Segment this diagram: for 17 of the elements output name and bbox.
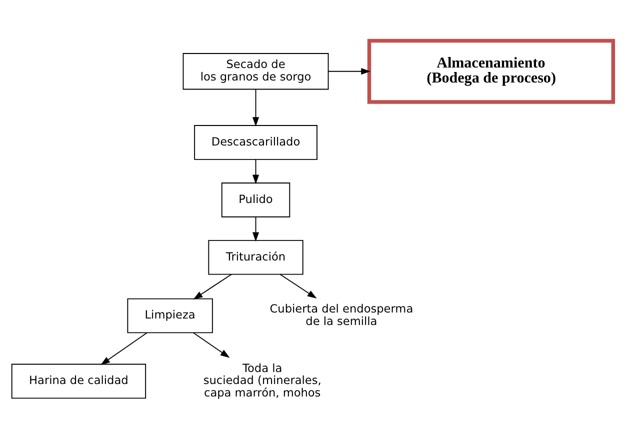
arrow	[193, 274, 232, 300]
arrow	[192, 332, 230, 358]
node-box: Pulido	[221, 182, 290, 218]
node-box: Trituración	[208, 240, 304, 275]
arrow	[252, 88, 260, 127]
node-box: Almacenamiento (Bodega de proceso)	[367, 38, 616, 104]
node-box: Limpieza	[127, 298, 213, 334]
node-box: Secado de los granos de sorgo	[182, 53, 329, 90]
arrow	[280, 274, 317, 299]
arrow	[328, 68, 371, 75]
arrow	[252, 216, 260, 242]
arrow	[100, 332, 148, 366]
node-text: Toda la suciedad (minerales, capa marrón, mohos	[203, 362, 322, 400]
node-box: Descascarillado	[194, 125, 318, 160]
node-text: Cubierta del endosperma de la semilla	[270, 302, 414, 328]
arrow	[252, 159, 260, 184]
node-box: Harina de calidad	[11, 364, 146, 399]
